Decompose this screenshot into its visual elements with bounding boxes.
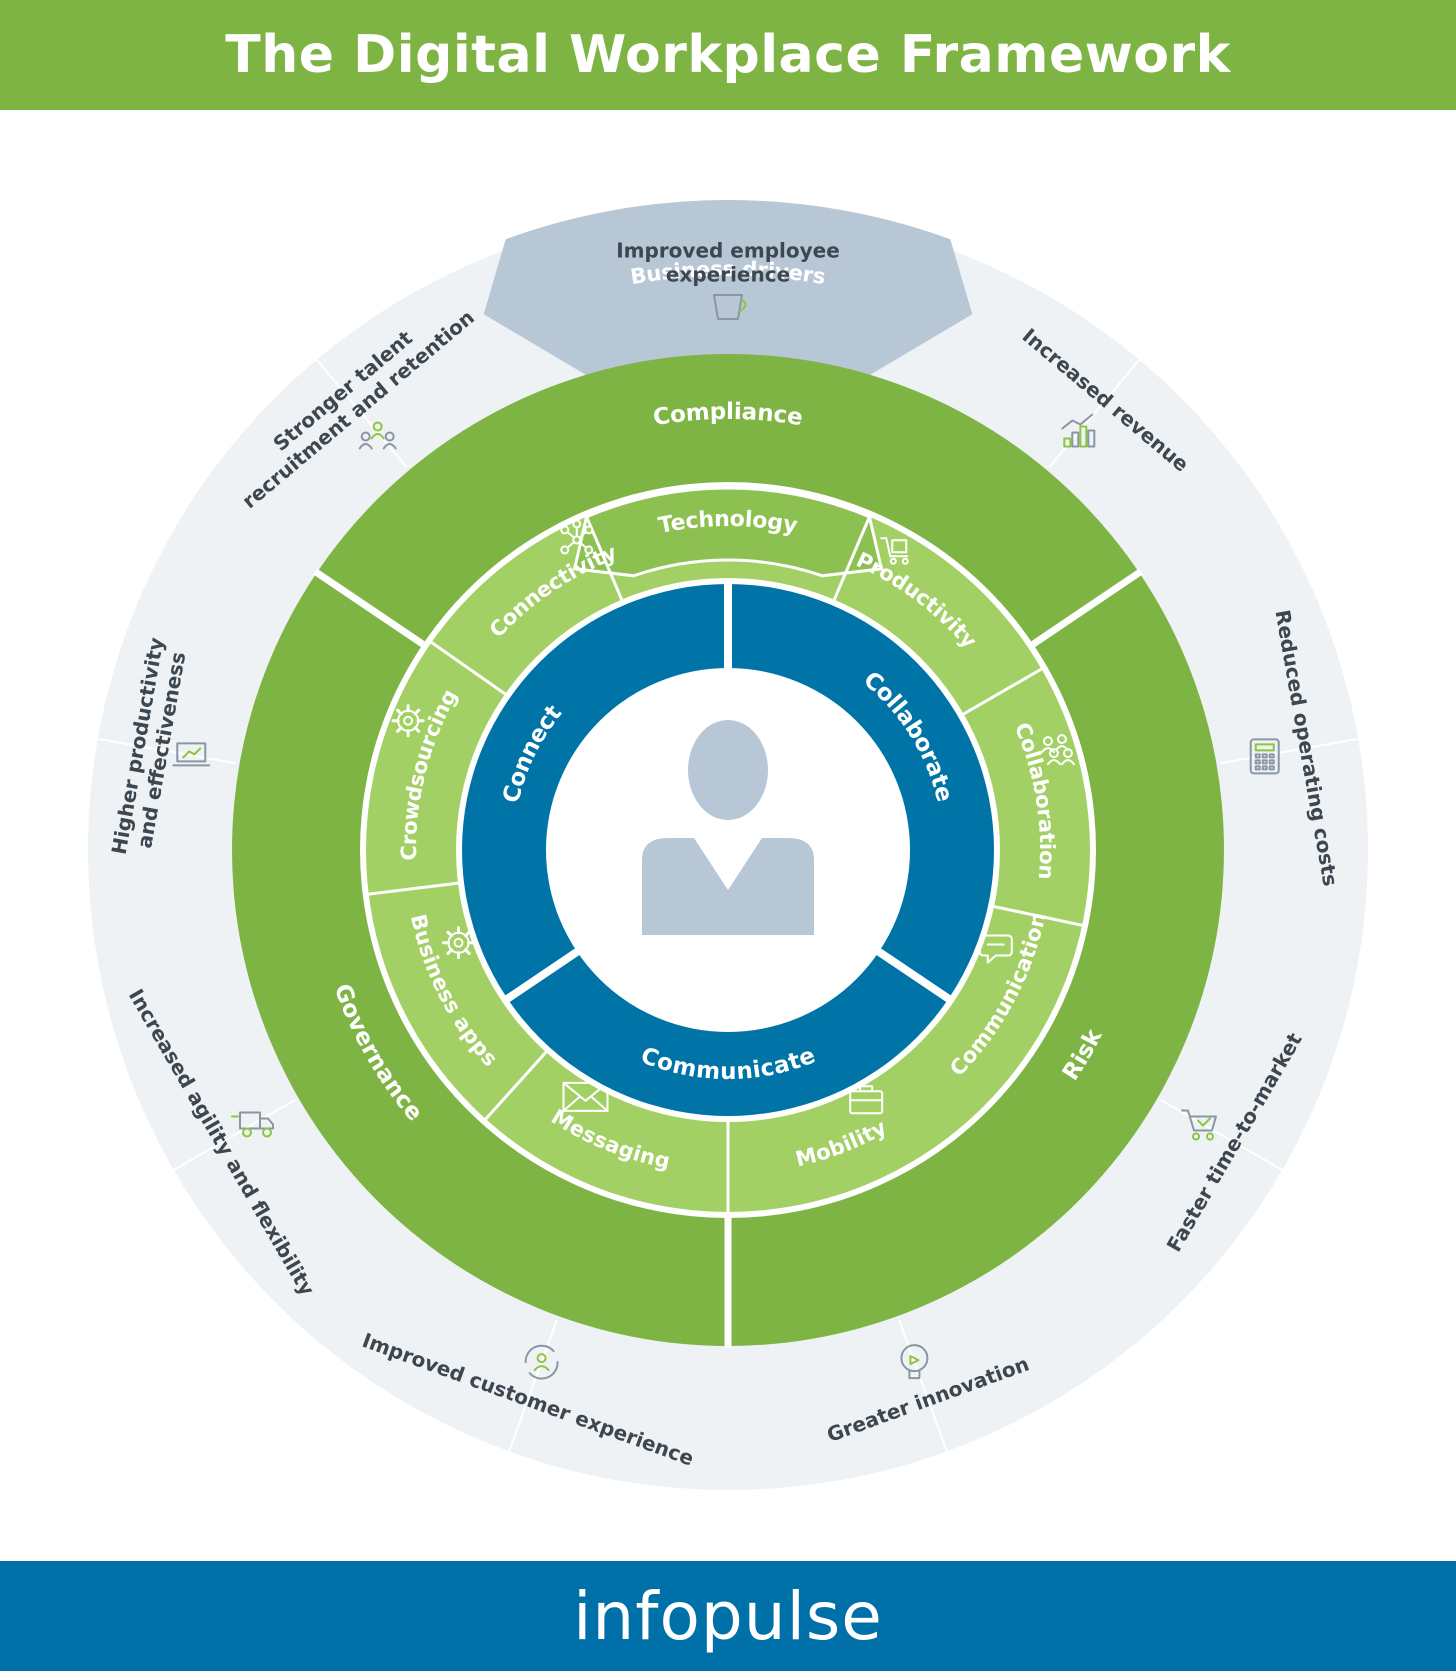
drivers-divider (1048, 359, 1141, 468)
drivers-divider (508, 1319, 558, 1452)
drivers-divider (1160, 1099, 1283, 1171)
driver-label-line: Improved employee (616, 239, 840, 263)
bar-chart-growth-icon (1061, 413, 1096, 448)
technology-divider (428, 639, 507, 696)
briefcase-icon (849, 1085, 884, 1115)
laptop-chart-icon (172, 742, 211, 767)
technology-divider (483, 1051, 548, 1122)
core-divider (503, 941, 590, 1004)
technology-divider (962, 666, 1044, 716)
drivers-divider (173, 1099, 296, 1171)
drivers-divider (898, 1319, 948, 1452)
footer-banner: infopulse (0, 1561, 1456, 1671)
person-icon (642, 720, 814, 935)
governance-divider (1031, 568, 1143, 648)
business-drivers-tab (483, 200, 973, 379)
gear-icon (442, 926, 476, 960)
core-divider (866, 941, 953, 1004)
drivers-divider (97, 737, 236, 765)
talent-people-icon (358, 421, 397, 450)
lightbulb-icon (900, 1344, 929, 1380)
network-nodes-icon (560, 519, 594, 555)
governance-divider (313, 568, 425, 648)
infopulse-logo: infopulse (573, 1577, 883, 1655)
shopping-cart-icon (1180, 1109, 1217, 1141)
technology-divider (832, 514, 872, 601)
technology-divider (993, 905, 1085, 928)
group-icon (1040, 734, 1075, 766)
calculator-icon (1249, 738, 1280, 775)
customer-cycle-icon (524, 1344, 559, 1380)
driver-label-line: experience (666, 263, 790, 287)
technology-divider (366, 881, 459, 896)
coffee-cup-icon (713, 294, 747, 320)
crowd-gear-icon (391, 704, 425, 738)
center-circle (546, 668, 910, 1032)
drivers-divider (1220, 737, 1359, 765)
header-banner: The Digital Workplace Framework (0, 0, 1456, 110)
cart-box-icon (880, 537, 909, 565)
delivery-truck-icon (231, 1111, 275, 1138)
drivers-divider (315, 359, 408, 468)
page-title: The Digital Workplace Framework (225, 25, 1231, 85)
